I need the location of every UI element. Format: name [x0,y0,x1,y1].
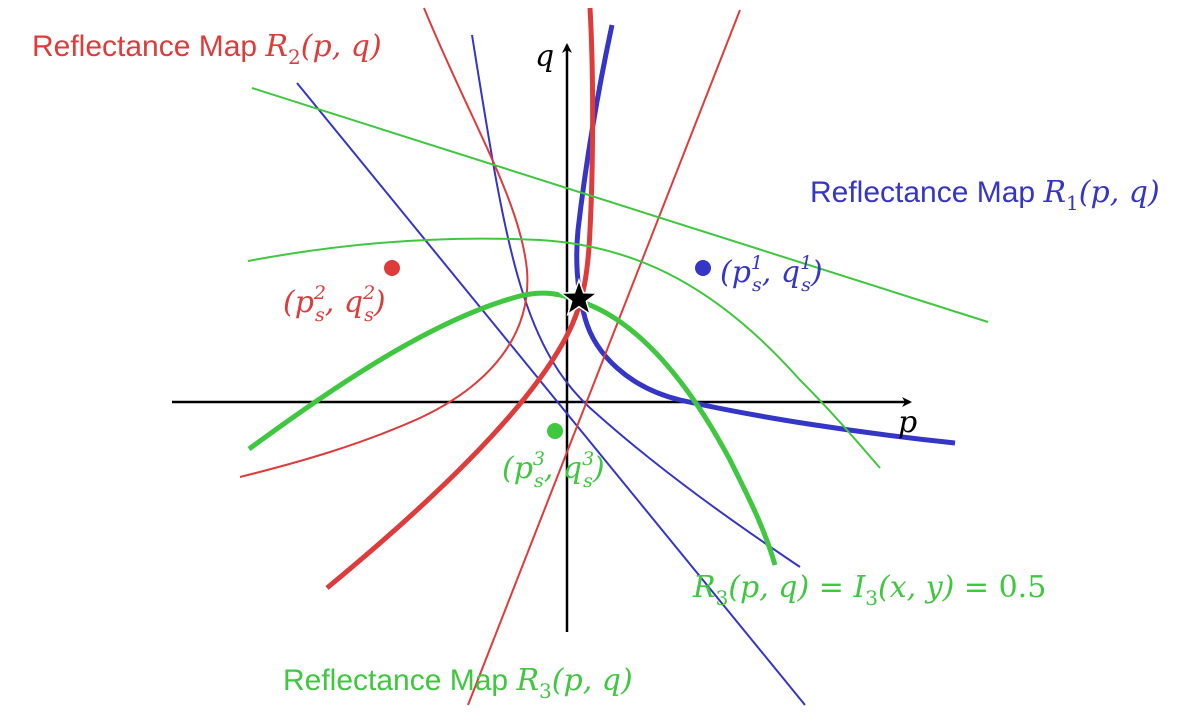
r2-source-dot [384,260,400,276]
r3-thick-curve [247,290,778,566]
r3-source-dot [547,423,563,439]
r1-map-func: R [1042,175,1066,210]
r2-contours [239,7,741,706]
r1-map-args: (p, q) [1079,175,1160,210]
q-axis-label: q [535,39,554,74]
r2-map-sub: 2 [288,45,301,69]
r3-map-func: R [515,663,539,698]
star-icon [558,277,600,317]
r1-source-dot [695,260,711,276]
p-axis-label: p [898,405,917,440]
r2-map-text: Reflectance Map [32,30,265,63]
r2-map-args: (p, q) [301,29,382,64]
r2-map-title: Reflectance Map R2(p, q) [32,29,382,69]
r2-map-func: R [264,29,288,64]
r1-map-sub: 1 [1066,191,1079,215]
r3-map-sub: 3 [539,679,552,703]
r3-map-text: Reflectance Map [283,664,516,697]
r3-map-args: (p, q) [552,663,633,698]
r3-thin-curve [247,237,881,469]
r1-thin-line [296,82,806,706]
r1-thin-curve [471,34,801,568]
r3-thin-line [251,87,989,323]
r1-contours [296,24,956,706]
r1-map-title: Reflectance Map R1(p, q) [810,175,1160,215]
r2-thin-line [467,9,741,706]
r3-map-title: Reflectance Map R3(p, q) [283,663,633,703]
r3-equation-label: R3(p, q) = I3(x, y) = 0.5 [692,570,1046,610]
r1-map-text: Reflectance Map [810,176,1043,209]
r2-thin-curve [239,7,529,478]
r1-thick-curve [574,24,956,446]
